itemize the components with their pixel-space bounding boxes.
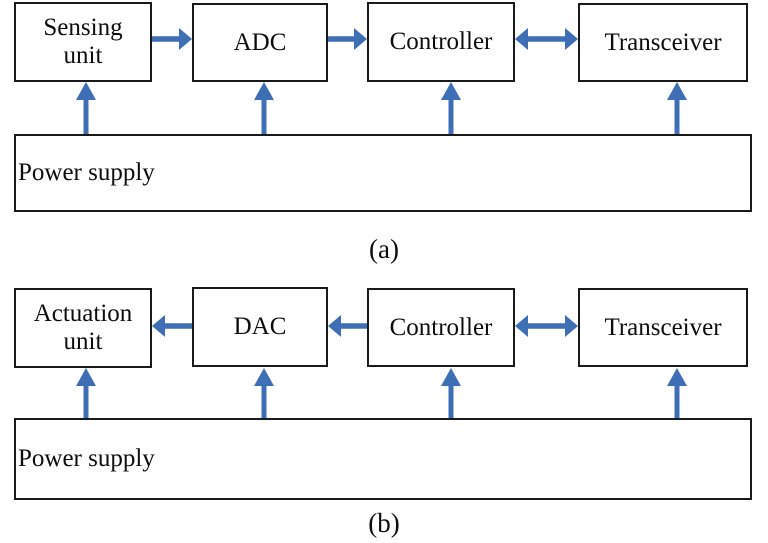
power-supply-b-label: Power supply [18,445,155,472]
adc-label: ADC [233,28,287,56]
power-arrow-transceiver-b-head-up [667,368,687,386]
panel-caption-panel-a: (a) [369,234,399,264]
arrow-controller-transceiver-head-left [515,28,528,50]
power-arrow-controller [441,82,461,137]
block-dac: DAC [192,287,328,367]
block-actuation-unit: Actuation unit [14,288,152,368]
block-transceiver-b: Transceiver [578,288,748,367]
arrow-sensing-to-adc [152,28,192,50]
power-arrow-actuation-head-up [76,368,96,386]
power-arrow-controller-b [441,368,461,421]
power-arrow-transceiver-b [667,368,687,421]
controller-b-label: Controller [389,313,493,341]
transceiver-b-label: Transceiver [604,313,722,341]
dac-label: DAC [233,313,287,340]
block-controller-a: Controller [367,2,515,82]
arrow-sensing-to-adc-head-right [179,28,192,50]
power-arrow-adc-head-up [254,82,274,100]
arrow-controller-transceiver-b-head-left [515,315,528,337]
block-controller-b: Controller [367,288,515,367]
power-arrow-adc [254,82,274,137]
arrow-adc-to-controller-head-right [354,28,367,50]
controller-a-label: Controller [389,28,493,55]
power-arrow-transceiver-head-up [667,82,687,100]
power-arrow-sensing-head-up [76,82,96,100]
power-arrow-sensing [76,82,96,137]
arrow-controller-to-dac-head-left [328,315,341,337]
arrow-controller-transceiver [515,28,578,50]
arrow-controller-transceiver-b [515,315,578,337]
arrow-controller-to-dac [328,315,367,337]
power-arrow-transceiver [667,82,687,137]
arrow-dac-to-actuation [152,315,192,337]
block-power-supply-b: Power supply [14,418,752,500]
block-transceiver-a: Transceiver [578,3,748,82]
block-power-supply-a: Power supply [14,134,752,212]
arrow-dac-to-actuation-head-left [152,315,165,337]
block-sensing-unit: Sensing unit [14,2,152,82]
arrow-controller-transceiver-b-head-right [565,315,578,337]
arrow-controller-transceiver-head-right [565,28,578,50]
power-arrow-dac [254,368,274,421]
transceiver-a-label: Transceiver [604,28,722,56]
power-supply-a-label: Power supply [18,159,155,186]
power-arrow-controller-head-up [441,82,461,100]
power-arrow-controller-b-head-up [441,368,461,386]
panel-caption-panel-b: (b) [368,508,400,538]
sensing-unit-label: Sensing unit [43,14,123,69]
power-arrow-dac-head-up [254,368,274,386]
block-adc: ADC [192,3,328,82]
actuation-unit-label: Actuation unit [33,300,133,355]
power-arrow-actuation [76,368,96,421]
arrow-adc-to-controller [328,28,367,50]
